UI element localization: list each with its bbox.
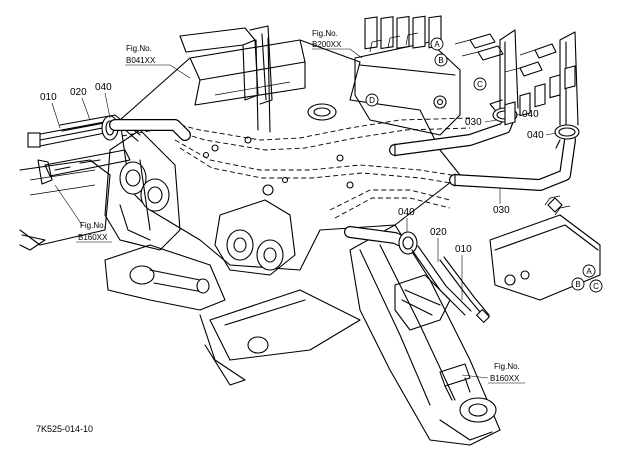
clamp-040-right-b[interactable]: [554, 124, 580, 149]
hose-030-upper[interactable]: [389, 109, 576, 191]
fig-b160l-line2: B160XX: [78, 233, 108, 242]
control-valve-top[interactable]: [354, 15, 461, 136]
label-010-low: 010: [455, 244, 472, 255]
cylinder-left[interactable]: [27, 119, 131, 185]
port-label-c-bottom: C: [593, 282, 599, 291]
port-label-a-bottom: A: [586, 267, 592, 276]
label-020-left: 020: [70, 87, 87, 98]
main-frame: [19, 25, 501, 446]
port-label-a: A: [434, 40, 440, 49]
hose-020-lower[interactable]: [411, 245, 472, 316]
fig-b160r-line2: B160XX: [490, 374, 520, 383]
fig-ref-b041: Fig.No. B041XX: [125, 44, 191, 79]
fig-ref-b160-left: Fig.No. B160XX: [54, 184, 112, 243]
fig-b041-line1: Fig.No.: [126, 44, 152, 53]
port-label-b: B: [438, 56, 443, 65]
label-010-left: 010: [40, 92, 57, 103]
label-030-low: 030: [493, 205, 510, 216]
ports-top: A B C D: [365, 37, 487, 107]
label-040-right-a: 040: [522, 109, 539, 120]
rod-010-lower[interactable]: [439, 256, 491, 324]
hidden-pipes: [117, 117, 471, 219]
drawing-code: 7K525-014-10: [36, 424, 93, 434]
control-valve-bottom[interactable]: [489, 65, 601, 301]
port-label-b-bottom: B: [575, 280, 580, 289]
clamp-lower[interactable]: [439, 363, 471, 401]
fig-b160l-line1: Fig.No.: [80, 221, 106, 230]
part-labels: 010 020 040 030 040 040 030 040 020 010: [40, 82, 557, 300]
fig-ref-b160-right: Fig.No. B160XX: [461, 362, 525, 384]
port-label-c: C: [477, 80, 483, 89]
port-label-d: D: [369, 96, 375, 105]
label-040-low: 040: [398, 207, 415, 218]
label-020-low: 020: [430, 227, 447, 238]
ports-bottom: A B C: [571, 264, 603, 293]
fig-b200-line1: Fig.No.: [312, 29, 338, 38]
label-040-left: 040: [95, 82, 112, 93]
fig-b160r-line1: Fig.No.: [494, 362, 520, 371]
label-040-right-b: 040: [527, 130, 544, 141]
clamp-040-left[interactable]: [101, 115, 191, 141]
label-030-mid: 030: [465, 117, 482, 128]
fig-b041-line2: B041XX: [126, 56, 156, 65]
hose-040-lower[interactable]: [344, 226, 418, 255]
fittings-top[interactable]: [454, 33, 557, 77]
fig-ref-b200: Fig.No. B200XX: [312, 29, 363, 59]
fig-b200-line2: B200XX: [312, 40, 342, 49]
